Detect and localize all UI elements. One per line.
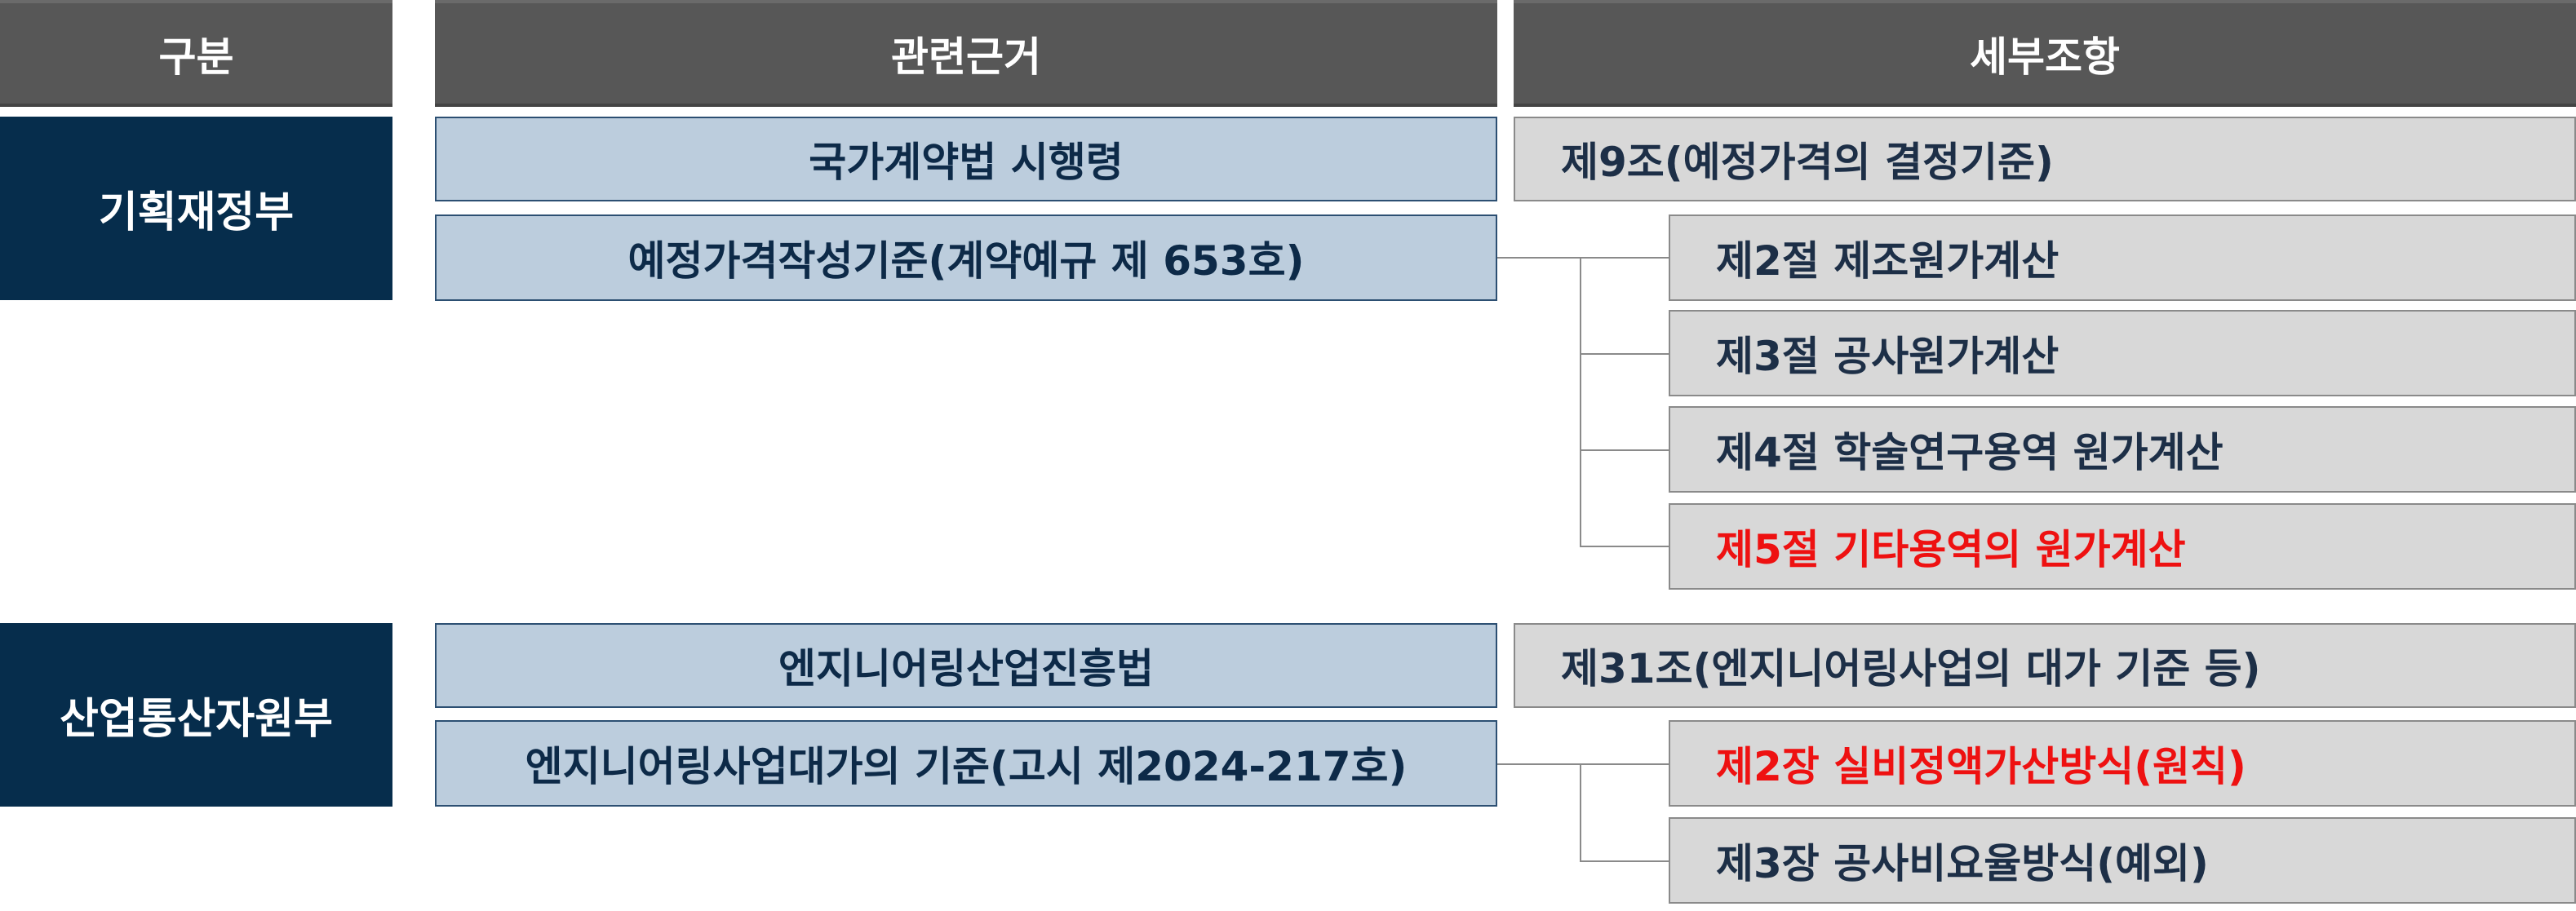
connector-line: [1497, 257, 1669, 259]
law-national-contract-act-decree: 국가계약법 시행령: [435, 117, 1497, 201]
header-category: 구분: [0, 0, 392, 107]
connector-line: [1580, 449, 1669, 451]
sub-chapter-2-actual-cost-plus-highlighted: 제2장 실비정액가산방식(원칙): [1669, 720, 2576, 807]
law-engineering-industry-promotion-act: 엔지니어링산업진흥법: [435, 623, 1497, 708]
dept-ministry-of-economy-and-finance: 기획재정부: [0, 117, 392, 300]
connector-line: [1580, 353, 1669, 355]
article-31: 제31조(엔지니어링사업의 대가 기준 등): [1514, 623, 2576, 708]
connector-line: [1580, 763, 1581, 861]
law-engineering-fee-standard: 엔지니어링사업대가의 기준(고시 제2024-217호): [435, 720, 1497, 807]
sub-chapter-2-manufacturing-cost: 제2절 제조원가계산: [1669, 214, 2576, 301]
header-detail-clauses: 세부조항: [1514, 0, 2576, 107]
connector-line: [1497, 763, 1669, 765]
connector-line: [1580, 860, 1669, 862]
sub-chapter-4-research-cost: 제4절 학술연구용역 원가계산: [1669, 406, 2576, 493]
dept-ministry-of-trade-industry-energy: 산업통산자원부: [0, 623, 392, 807]
sub-chapter-3-construction-rate: 제3장 공사비요율방식(예외): [1669, 817, 2576, 904]
header-legal-basis: 관련근거: [435, 0, 1497, 107]
sub-chapter-5-other-services-cost-highlighted: 제5절 기타용역의 원가계산: [1669, 503, 2576, 590]
connector-line: [1580, 546, 1669, 547]
article-9: 제9조(예정가격의 결정기준): [1514, 117, 2576, 201]
connector-line: [1580, 257, 1581, 546]
sub-chapter-3-construction-cost: 제3절 공사원가계산: [1669, 310, 2576, 396]
law-estimated-price-standard: 예정가격작성기준(계약예규 제 653호): [435, 214, 1497, 301]
